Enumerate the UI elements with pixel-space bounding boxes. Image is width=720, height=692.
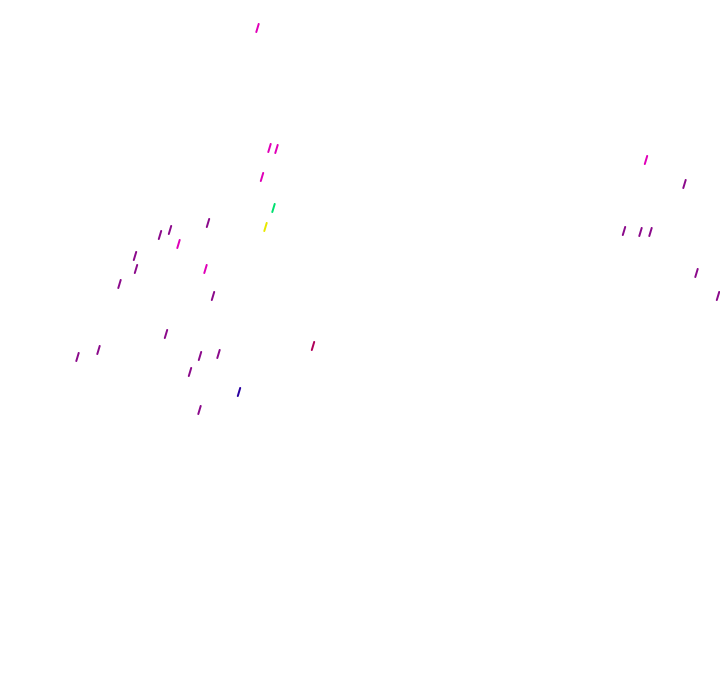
data-point xyxy=(643,155,649,165)
data-point xyxy=(310,341,316,351)
data-point xyxy=(117,279,122,289)
data-point xyxy=(259,172,265,182)
data-point xyxy=(621,226,627,236)
data-point xyxy=(274,144,279,154)
data-point xyxy=(263,222,268,232)
data-point xyxy=(176,239,181,249)
data-point xyxy=(694,268,699,278)
data-point xyxy=(267,143,272,153)
data-point xyxy=(197,405,202,415)
data-point xyxy=(75,352,80,362)
data-points xyxy=(75,23,720,415)
data-point xyxy=(132,251,138,261)
data-point xyxy=(216,349,221,359)
data-point xyxy=(638,227,643,237)
data-point xyxy=(271,203,276,213)
data-point xyxy=(648,227,653,237)
data-point xyxy=(187,367,193,377)
data-point xyxy=(682,179,687,189)
data-point xyxy=(96,345,101,355)
data-point xyxy=(163,329,169,339)
data-point xyxy=(236,387,242,397)
data-point xyxy=(167,225,173,235)
data-point xyxy=(197,351,203,361)
data-point xyxy=(715,291,720,301)
data-point xyxy=(255,23,260,33)
data-point xyxy=(133,264,139,274)
data-point xyxy=(203,264,208,274)
data-point xyxy=(205,218,211,228)
data-point xyxy=(157,230,163,240)
data-point xyxy=(210,291,216,301)
